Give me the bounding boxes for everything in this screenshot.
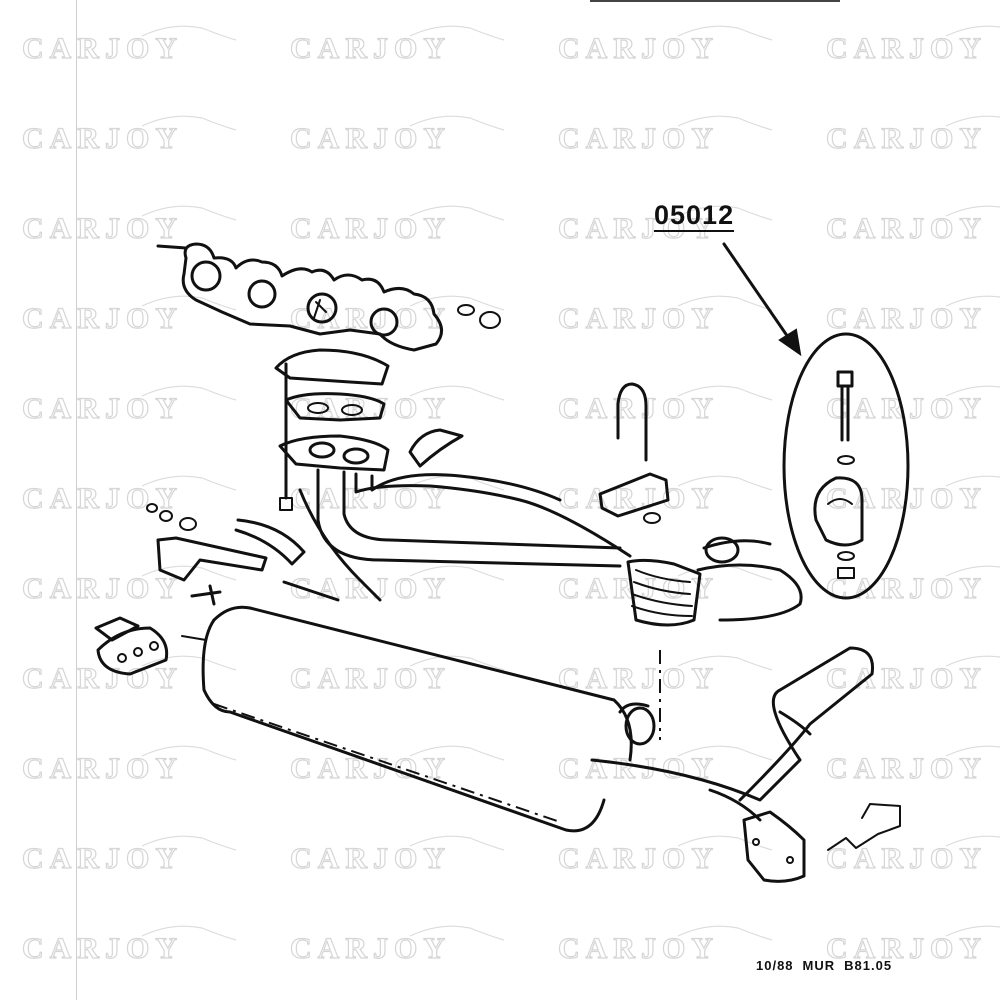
watermark-text: CARJOY [22,572,183,605]
watermark-car-logo-icon [945,475,1000,487]
footer-code: MUR [802,958,836,973]
footer-ref: B81.05 [844,958,893,973]
watermark-car-logo-icon [677,565,773,581]
watermark-car-logo-icon [945,835,1000,847]
watermark-text: CARJOY [290,662,451,695]
footer-date: 10/88 [756,958,794,973]
watermark-car-logo-icon [945,655,1000,667]
rear-silencer [201,605,661,833]
flex-joint [626,536,803,627]
watermark-car-logo-icon [945,205,1000,217]
watermark-car-logo-icon [945,385,1000,397]
watermark-car-logo-icon [409,115,505,131]
watermark-text: CARJOY [558,122,719,155]
watermark-text: CARJOY [290,32,451,65]
watermark-text: CARJOY [826,32,987,65]
watermark-car-logo-icon [409,565,505,581]
watermark-text: CARJOY [22,32,183,65]
watermark-car-logo-icon [141,835,237,851]
watermark-text: CARJOY [290,122,451,155]
watermark-car-logo-icon [677,295,773,311]
watermark-car-logo-icon [945,745,1000,757]
rubber-hanger-left [94,616,207,676]
rubber-hanger-right [742,803,901,883]
watermark-text: CARJOY [558,752,719,785]
watermark-car-logo-icon [677,475,773,491]
watermark-text: CARJOY [22,482,183,515]
watermark-car-logo-icon [409,745,505,761]
watermark-text: CARJOY [290,212,451,245]
callout-arrow [722,242,802,357]
mounting-bracket [146,503,340,606]
drawing-reference: 10/88 MUR B81.05 [756,958,901,973]
watermark-text: CARJOY [826,122,987,155]
watermark-car-logo-icon [409,835,505,851]
watermark-text: CARJOY [826,212,987,245]
watermark-car-logo-icon [141,475,237,491]
watermark-text: CARJOY [22,752,183,785]
watermark-car-logo-icon [677,745,773,761]
watermark-car-logo-icon [409,925,505,941]
watermark-car-logo-icon [945,25,1000,37]
watermark-text: CARJOY [826,932,987,965]
watermark-car-logo-icon [141,295,237,311]
watermark-text: CARJOY [290,932,451,965]
watermark-car-logo-icon [945,115,1000,127]
watermark-car-logo-icon [141,205,237,221]
watermark-text: CARJOY [558,842,719,875]
watermark-text: CARJOY [290,842,451,875]
watermark-car-logo-icon [141,115,237,131]
top-rule [590,0,840,2]
watermark-car-logo-icon [677,205,773,221]
watermark-text: CARJOY [558,392,719,425]
watermark-text: CARJOY [826,752,987,785]
watermark-car-logo-icon [141,25,237,41]
watermark-text: CARJOY [22,212,183,245]
watermark-car-logo-icon [677,385,773,401]
watermark-text: CARJOY [558,32,719,65]
watermark-car-logo-icon [945,925,1000,937]
watermark-car-logo-icon [945,565,1000,577]
watermark-text: CARJOY [558,662,719,695]
watermark-text: CARJOY [558,212,719,245]
watermark-car-logo-icon [677,115,773,131]
watermark-car-logo-icon [409,655,505,671]
watermark-text: CARJOY [558,572,719,605]
watermark-text: CARJOY [22,302,183,335]
tail-pipe [590,646,875,822]
watermark-text: CARJOY [558,932,719,965]
watermark-car-logo-icon [141,385,237,401]
watermark-car-logo-icon [409,205,505,221]
watermark-text: CARJOY [22,842,183,875]
watermark-text: CARJOY [290,302,451,335]
watermark-car-logo-icon [141,925,237,941]
watermark-car-logo-icon [677,25,773,41]
gasket-stack [278,362,464,511]
u-bolt-clamp [598,382,670,524]
exhaust-manifold [156,242,501,386]
watermark-car-logo-icon [945,295,1000,307]
watermark-text: CARJOY [22,932,183,965]
watermark-car-logo-icon [141,745,237,761]
watermark-car-logo-icon [677,655,773,671]
watermark-text: CARJOY [22,392,183,425]
part-number-label: 05012 [654,200,735,232]
watermark-car-logo-icon [677,835,773,851]
downpipes [298,468,632,602]
scan-edge-line [76,0,77,1000]
watermark-text: CARJOY [826,842,987,875]
callout-detail [782,332,910,600]
watermark-car-logo-icon [677,925,773,941]
watermark-car-logo-icon [409,25,505,41]
watermark-car-logo-icon [409,385,505,401]
watermark-text: CARJOY [826,302,987,335]
watermark-text: CARJOY [558,302,719,335]
watermark-text: CARJOY [22,122,183,155]
